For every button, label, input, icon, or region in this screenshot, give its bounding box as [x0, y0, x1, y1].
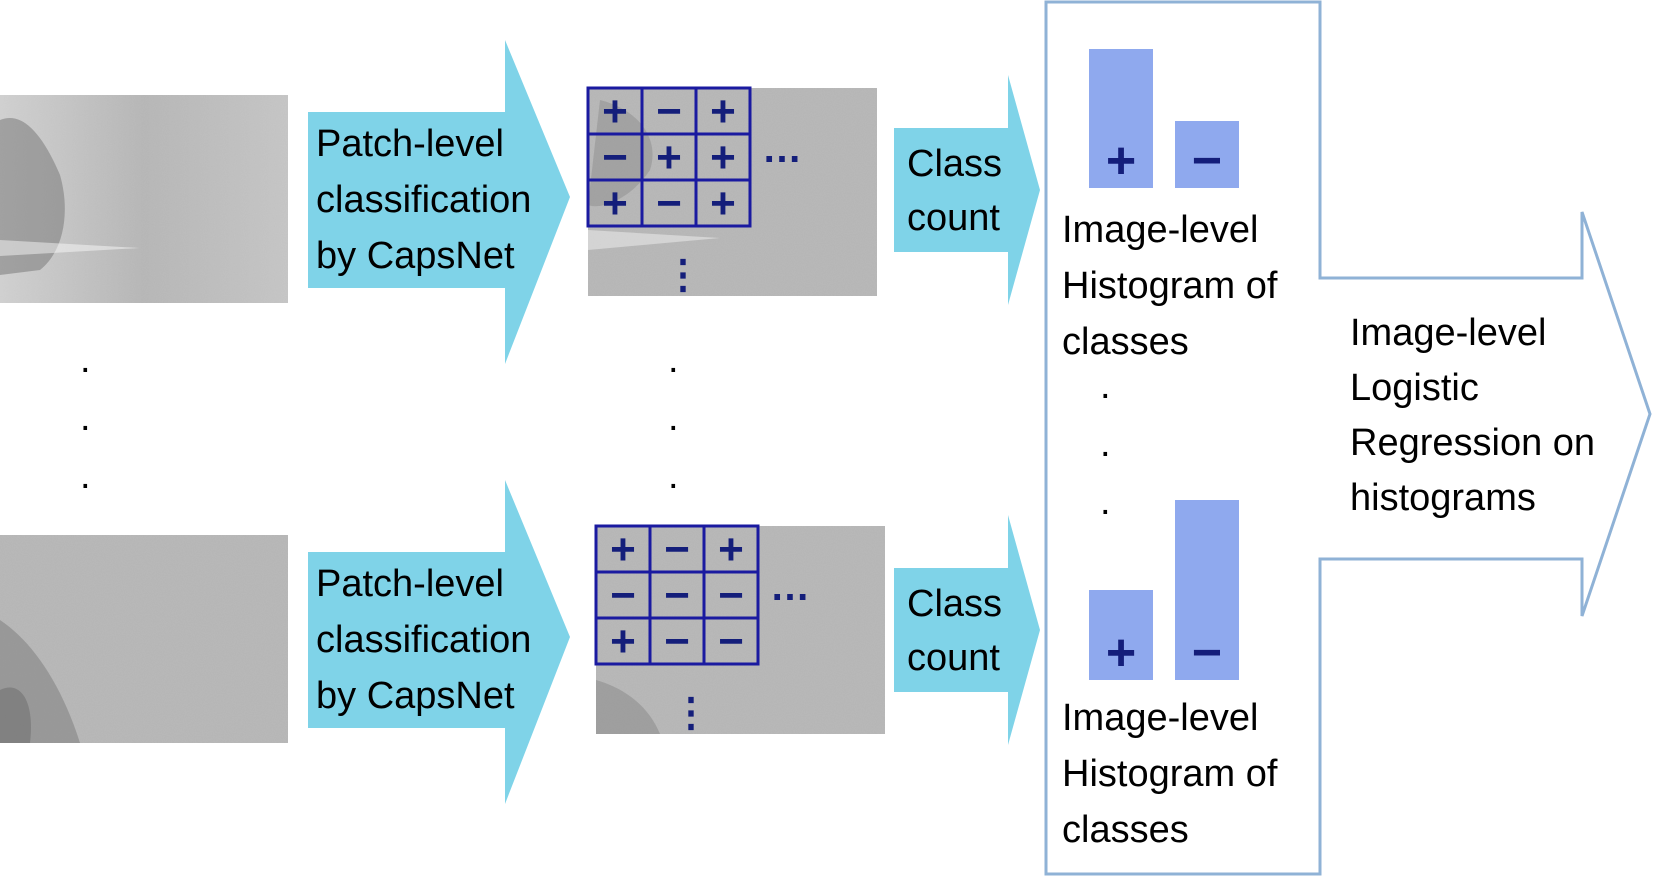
grid-cell-class: −: [664, 525, 690, 574]
grid-cell-class: −: [664, 571, 690, 620]
ellipsis-dot: .: [1100, 481, 1111, 523]
patch-grid: + − + − + + + − +: [586, 86, 752, 228]
grid-cell-class: −: [718, 617, 744, 666]
patch-level-arrow-2: Patch-level classification by CapsNet: [308, 480, 570, 804]
arrow-label-line: Patch-level: [316, 123, 504, 165]
vertical-ellipsis: ⋮: [663, 253, 703, 297]
arrow-label-line: count: [907, 197, 1000, 239]
grid-cell-class: +: [610, 525, 636, 574]
grid-cell-class: +: [710, 179, 736, 228]
arrow-label-line: Patch-level: [316, 563, 504, 605]
final-label-line: Image-level: [1350, 312, 1546, 354]
ellipsis-dot: .: [1100, 423, 1111, 465]
arrow-shape: [308, 480, 570, 804]
patch-level-arrow-1: Patch-level classification by CapsNet: [308, 40, 570, 364]
arrow-label-line: Class: [907, 143, 1002, 185]
arrow-label-line: by CapsNet: [316, 675, 515, 717]
grid-cell-class: +: [710, 133, 736, 182]
arrow-shape: [894, 515, 1040, 745]
ellipsis-dot: .: [668, 339, 679, 381]
patch-grid-image-2: + − + − − − + − − … ⋮: [594, 524, 885, 735]
grid-cell-class: −: [602, 133, 628, 182]
grid-cell-class: +: [656, 133, 682, 182]
micrograph-input-1: [0, 95, 288, 303]
grid-cell-class: −: [656, 87, 682, 136]
row-separator-dots: . . . . . . . . .: [80, 339, 1111, 523]
arrow-label-line: count: [907, 637, 1000, 679]
grid-cell-class: −: [664, 617, 690, 666]
histogram-bar: [1089, 49, 1153, 188]
histogram-bar: [1175, 500, 1239, 680]
grid-cell-class: +: [602, 87, 628, 136]
histogram-caption-line: Image-level: [1062, 697, 1258, 739]
grid-cell-class: −: [718, 571, 744, 620]
final-regression-label: Image-level Logistic Regression on histo…: [1350, 312, 1595, 519]
micrograph-input-2: [0, 535, 288, 743]
histogram-bar-label: −: [1192, 624, 1222, 682]
histogram-caption-line: Histogram of: [1062, 753, 1278, 795]
panel-with-final-arrow-outline: [1044, 0, 1652, 876]
arrow-label-line: classification: [316, 179, 531, 221]
histogram-panel: + − Image-level Histogram of classes + −…: [1044, 0, 1652, 876]
grid-cell-class: +: [610, 617, 636, 666]
ellipsis-dot: .: [80, 455, 91, 497]
histogram-bar: [1089, 590, 1153, 680]
grid-cell-class: +: [710, 87, 736, 136]
final-label-line: Regression on: [1350, 422, 1595, 464]
histogram-bar-label: +: [1106, 624, 1136, 682]
ellipsis-dot: .: [668, 397, 679, 439]
histogram-bar-label: −: [1192, 132, 1222, 190]
patch-grid-image-1: + − + − + + + − + … ⋮: [586, 86, 877, 297]
histogram-caption-line: classes: [1062, 809, 1189, 851]
vertical-ellipsis: ⋮: [671, 691, 711, 735]
histogram-caption-line: Image-level: [1062, 209, 1258, 251]
patch-grid: + − + − − − + − −: [594, 524, 760, 666]
arrow-shape: [894, 75, 1040, 305]
horizontal-ellipsis: …: [770, 565, 810, 609]
class-count-arrow-1: Class count: [894, 75, 1040, 305]
histogram-caption-line: classes: [1062, 321, 1189, 363]
arrow-label-line: Class: [907, 583, 1002, 625]
final-label-line: Logistic: [1350, 367, 1479, 409]
histogram-caption-line: Histogram of: [1062, 265, 1278, 307]
ellipsis-dot: .: [80, 397, 91, 439]
horizontal-ellipsis: …: [762, 127, 802, 171]
arrow-label-line: by CapsNet: [316, 235, 515, 277]
ellipsis-dot: .: [668, 455, 679, 497]
grid-cell-class: +: [718, 525, 744, 574]
histogram-2: + − Image-level Histogram of classes: [1062, 500, 1278, 851]
arrow-shape: [308, 40, 570, 364]
grid-cell-class: −: [656, 179, 682, 228]
ellipsis-dot: .: [80, 339, 91, 381]
grid-cell-class: +: [602, 179, 628, 228]
histogram-bar-label: +: [1106, 132, 1136, 190]
histogram-bar: [1175, 121, 1239, 188]
final-label-line: histograms: [1350, 477, 1536, 519]
grid-cell-class: −: [610, 571, 636, 620]
ellipsis-dot: .: [1100, 365, 1111, 407]
histogram-1: + − Image-level Histogram of classes: [1062, 49, 1278, 363]
arrow-label-line: classification: [316, 619, 531, 661]
class-count-arrow-2: Class count: [894, 515, 1040, 745]
